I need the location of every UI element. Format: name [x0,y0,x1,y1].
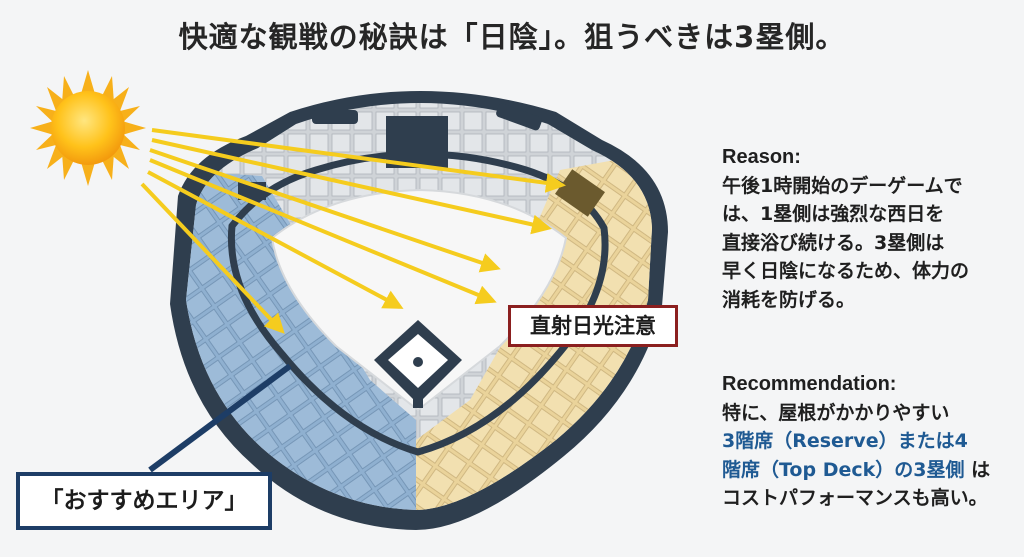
reason-line: は、1塁側は強烈な西日を [722,203,945,225]
roof-notch [386,116,448,168]
sun-icon [30,70,146,186]
callout-line [148,363,292,473]
baseball-field [270,188,568,412]
reason-line: 午後1時開始のデーゲームで [722,174,963,197]
sun-rays [140,128,566,334]
recommendation-highlight: 階席（Top Deck）の3塁側 [722,458,965,481]
recommendation-line: 階席（Top Deck）の3塁側 は [722,456,1022,485]
recommendation-text: は [964,458,991,481]
recommendation-heading: Recommendation: [722,373,897,395]
reason-section: Reason: 午後1時開始のデーゲームで は、1塁側は強烈な西日を 直接浴び続… [722,143,1022,314]
roof-notch [312,110,358,124]
recommendation-line: コストパフォーマンスも高い。 [722,487,988,509]
direct-sunlight-warning-label: 直射日光注意 [508,305,678,347]
reason-line: 直接浴び続ける。3塁側は [722,231,945,254]
reason-line: 消耗を防げる。 [722,288,856,311]
recommended-area-label: 「おすすめエリア」 [16,472,272,530]
page-title: 快適な観戦の秘訣は「日陰」。狙うべきは3塁側。 [178,20,846,54]
recommendation-highlight: 3階席（Reserve）または4 [722,430,968,452]
roof-notch [496,103,542,131]
roof-notch [555,169,605,217]
recommendation-section: Recommendation: 特に、屋根がかかりやすい 3階席（Reserve… [722,370,1022,513]
reason-line: 早く日陰になるため、体力の [722,260,970,282]
reason-heading: Reason: [722,146,801,168]
recommendation-line: 特に、屋根がかかりやすい [722,401,950,424]
